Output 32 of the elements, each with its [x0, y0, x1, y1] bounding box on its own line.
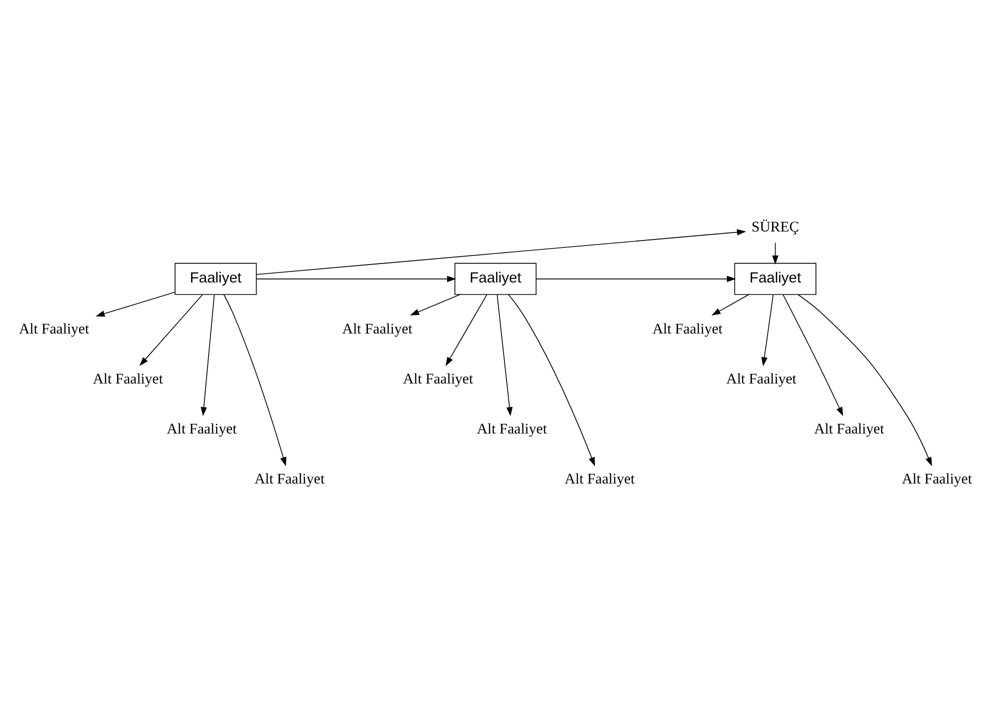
arrow — [712, 294, 750, 316]
arrow — [798, 294, 932, 466]
node-text: Alt Faaliyet — [564, 472, 635, 488]
node-text: SÜREÇ — [752, 220, 800, 236]
arrow — [508, 294, 595, 466]
arrow — [536, 276, 736, 282]
node-text: Alt Faaliyet — [254, 472, 325, 488]
arrow — [139, 294, 203, 366]
arrow — [256, 276, 456, 282]
arrow — [772, 242, 778, 264]
arrow — [200, 294, 215, 416]
node-text: Alt Faaliyet — [652, 321, 723, 338]
node-box: Faaliyet — [174, 262, 257, 295]
arrow — [96, 292, 176, 317]
node-text: Alt Faaliyet — [92, 371, 163, 388]
node-text: Alt Faaliyet — [19, 321, 90, 338]
arrow — [446, 294, 488, 366]
node-text: Alt Faaliyet — [342, 321, 412, 338]
arrow — [256, 229, 746, 275]
node-text: Alt Faaliyet — [726, 371, 796, 388]
arrow — [782, 294, 844, 416]
node-text: Alt Faaliyet — [814, 422, 884, 438]
node-text: Alt Faaliyet — [476, 422, 547, 438]
node-text: Alt Faaliyet — [166, 422, 237, 438]
arrow — [410, 294, 460, 316]
node-box: Faaliyet — [734, 262, 816, 295]
arrow — [761, 294, 774, 366]
arrow — [224, 294, 286, 466]
node-text: Alt Faaliyet — [902, 472, 972, 488]
node-text: Alt Faaliyet — [403, 371, 474, 388]
arrow — [496, 294, 513, 416]
node-box: Faaliyet — [454, 262, 537, 295]
